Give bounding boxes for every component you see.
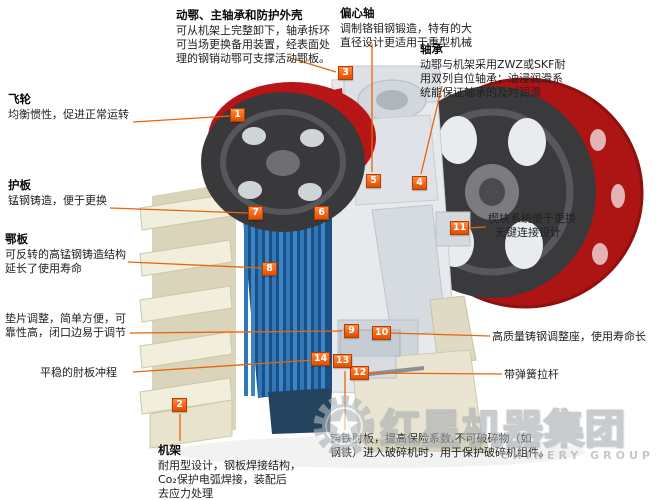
part-badge-6: 6 xyxy=(314,206,329,220)
annotation-spring-rod: 带弹簧拉杆 xyxy=(504,368,584,382)
part-badge-5: 5 xyxy=(366,174,381,188)
frame-stack xyxy=(139,182,236,449)
annotation-bearing: 轴承 动鄂与机架采用ZWZ或SKF耐 用双列自位轴承；油浸润滑系 统能保证轴承的… xyxy=(420,42,615,100)
annotation-frame-body: 耐用型设计，钢板焊接结构， Co₂保护电弧焊接，装配后 去应力处理 xyxy=(158,458,301,500)
annotation-wedge-body: 楔块系统便于更换 无键连接设计 xyxy=(488,212,576,240)
annotation-eccentric-shaft-title: 偏心轴 xyxy=(340,6,375,20)
annotation-shim: 垫片调整，简单方便，可 靠性高，闭口边易于调节 xyxy=(5,312,140,340)
part-badge-9: 9 xyxy=(344,324,359,338)
part-badge-7: 7 xyxy=(248,206,263,220)
annotation-adjust-seat-body: 高质量铸钢调整座，使用寿命长 xyxy=(492,330,646,343)
annotation-jaw-plate-body: 可反转的高锰钢铸造结构 延长了使用寿命 xyxy=(5,247,126,275)
part-badge-1: 1 xyxy=(230,108,245,122)
part-badge-11: 11 xyxy=(450,221,470,235)
annotation-frame: 机架 耐用型设计，钢板焊接结构， Co₂保护电弧焊接，装配后 去应力处理 xyxy=(158,443,318,500)
annotation-spring-rod-body: 带弹簧拉杆 xyxy=(504,368,559,381)
annotation-adjust-seat: 高质量铸钢调整座，使用寿命长 xyxy=(492,330,657,344)
annotation-guard-plate-title: 护板 xyxy=(8,178,31,192)
annotation-moving-jaw: 动鄂、主轴承和防护外壳 可从机架上完整卸下，轴承拆环 可当场更换备用装置，经表面… xyxy=(176,8,381,66)
annotation-cast-toggle: 铸铁肘板，提高保险系数,不可破碎物（如 钢铁）进入破碎机时，用于保护破碎机组件。 xyxy=(330,432,565,460)
annotation-flywheel: 飞轮 均衡惯性，促进正常运转 xyxy=(8,92,148,122)
part-badge-14: 14 xyxy=(311,352,331,366)
annotation-flywheel-body: 均衡惯性，促进正常运转 xyxy=(8,107,129,121)
annotation-moving-jaw-body: 可从机架上完整卸下，轴承拆环 可当场更换备用装置，经表面处 理的钢销动鄂可支撑活… xyxy=(176,23,330,65)
annotation-jaw-plate-title: 鄂板 xyxy=(5,232,28,246)
annotation-shim-body: 垫片调整，简单方便，可 靠性高，闭口边易于调节 xyxy=(5,312,126,340)
part-badge-3: 3 xyxy=(338,66,353,80)
annotation-guard-plate: 护板 锰钢铸造，便于更换 xyxy=(8,178,138,208)
part-badge-10: 10 xyxy=(372,326,392,340)
part-badge-8: 8 xyxy=(262,262,277,276)
part-badge-2: 2 xyxy=(172,398,187,412)
annotation-guard-plate-body: 锰钢铸造，便于更换 xyxy=(8,193,107,207)
annotation-cast-toggle-body: 铸铁肘板，提高保险系数,不可破碎物（如 钢铁）进入破碎机时，用于保护破碎机组件。 xyxy=(330,432,550,460)
annotation-frame-title: 机架 xyxy=(158,443,181,457)
part-badge-4: 4 xyxy=(412,176,427,190)
annotation-eccentric-shaft-body: 调制铬钼钢锻造，特有的大 直径设计更适用于重型机械 xyxy=(340,21,472,49)
annotation-eccentric-shaft: 偏心轴 调制铬钼钢锻造，特有的大 直径设计更适用于重型机械 xyxy=(340,6,520,50)
part-badge-12: 12 xyxy=(350,366,370,380)
annotation-flywheel-title: 飞轮 xyxy=(8,92,31,106)
annotation-bearing-title: 轴承 xyxy=(420,42,443,56)
annotation-toggle-stroke-body: 平稳的肘板冲程 xyxy=(40,366,117,379)
annotation-wedge: 楔块系统便于更换 无键连接设计 xyxy=(488,212,608,240)
annotation-bearing-body: 动鄂与机架采用ZWZ或SKF耐 用双列自位轴承；油浸润滑系 统能保证轴承的及时润… xyxy=(420,57,566,99)
annotation-moving-jaw-title: 动鄂、主轴承和防护外壳 xyxy=(176,8,303,22)
annotation-jaw-plate: 鄂板 可反转的高锰钢铸造结构 延长了使用寿命 xyxy=(5,232,145,276)
annotation-toggle-stroke: 平稳的肘板冲程 xyxy=(40,366,150,380)
flywheel-left xyxy=(201,82,376,232)
part-badge-13: 13 xyxy=(333,354,353,368)
